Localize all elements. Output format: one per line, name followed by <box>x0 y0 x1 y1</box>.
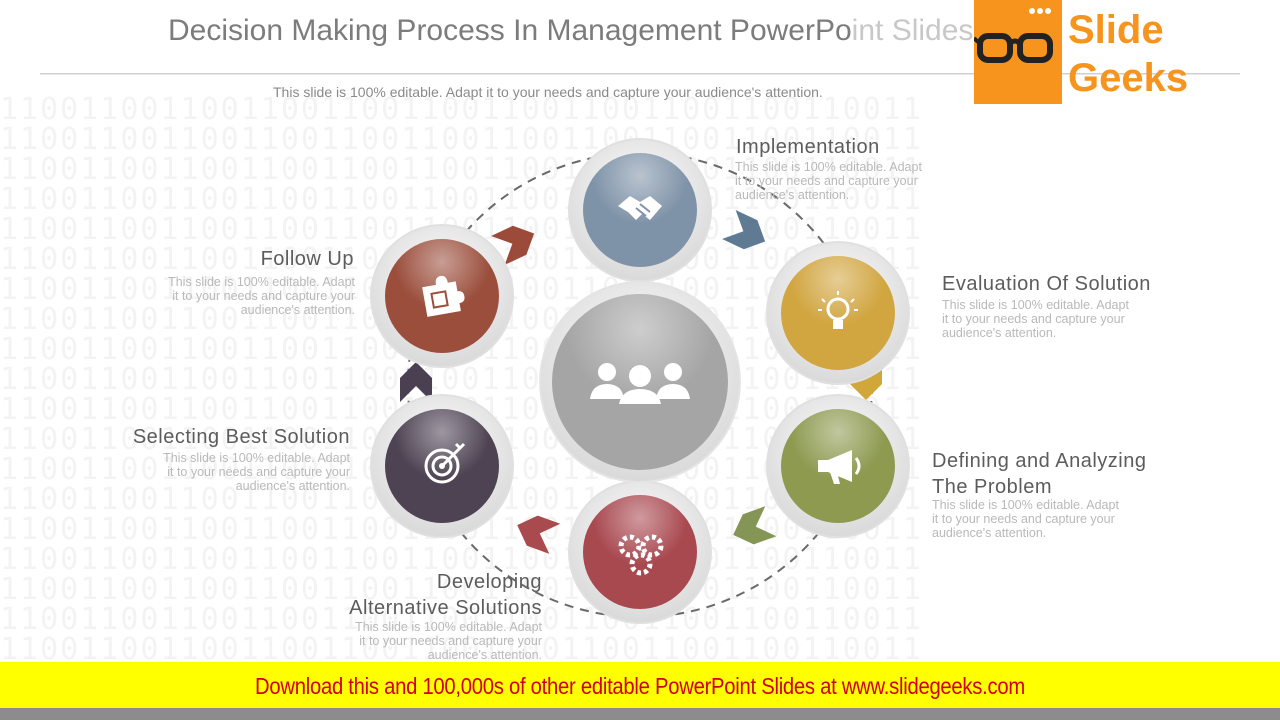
lightbulb-icon <box>818 291 858 329</box>
people-icon <box>590 363 690 404</box>
glasses-icon <box>972 8 1053 63</box>
handshake-icon <box>618 196 662 220</box>
step-node-followup <box>370 224 514 368</box>
step-title-implementation: Implementation <box>736 136 880 158</box>
step-title-followup: Follow Up <box>260 248 354 270</box>
gears-icon <box>618 534 664 576</box>
step-title-selecting: Selecting Best Solution <box>132 426 350 448</box>
step-title-evaluation: Evaluation Of Solution <box>942 273 1151 295</box>
puzzle-icon <box>422 275 465 317</box>
flow-arrow-1 <box>722 210 766 250</box>
logo-badge <box>972 0 1062 104</box>
flow-arrow-4 <box>517 515 561 554</box>
flow-arrow-3 <box>733 506 777 545</box>
slidegeeks-logo[interactable]: Slide Geeks <box>972 0 1188 104</box>
logo-word-geeks: Geeks <box>1068 56 1189 100</box>
step-node-selecting <box>370 394 514 538</box>
step-node-evaluation <box>766 241 910 385</box>
target-icon <box>424 442 466 484</box>
flow-arrow-5 <box>400 362 432 402</box>
logo-word-slide: Slide <box>1068 8 1164 52</box>
title-divider <box>40 73 1240 75</box>
download-banner[interactable]: Download this and 100,000s of other edit… <box>0 662 1280 708</box>
bottom-bar <box>0 708 1280 720</box>
step-node-developing <box>568 480 712 624</box>
slide-subtitle: This slide is 100% editable. Adapt it to… <box>273 84 823 100</box>
flow-arrow-6 <box>491 225 535 265</box>
step-node-implementation <box>568 138 712 282</box>
center-team-node <box>539 281 741 483</box>
slide-title: Decision Making Process In Management Po… <box>168 14 974 47</box>
megaphone-icon <box>818 450 861 484</box>
banner-text[interactable]: Download this and 100,000s of other edit… <box>255 673 1025 699</box>
step-node-defining <box>766 394 910 538</box>
